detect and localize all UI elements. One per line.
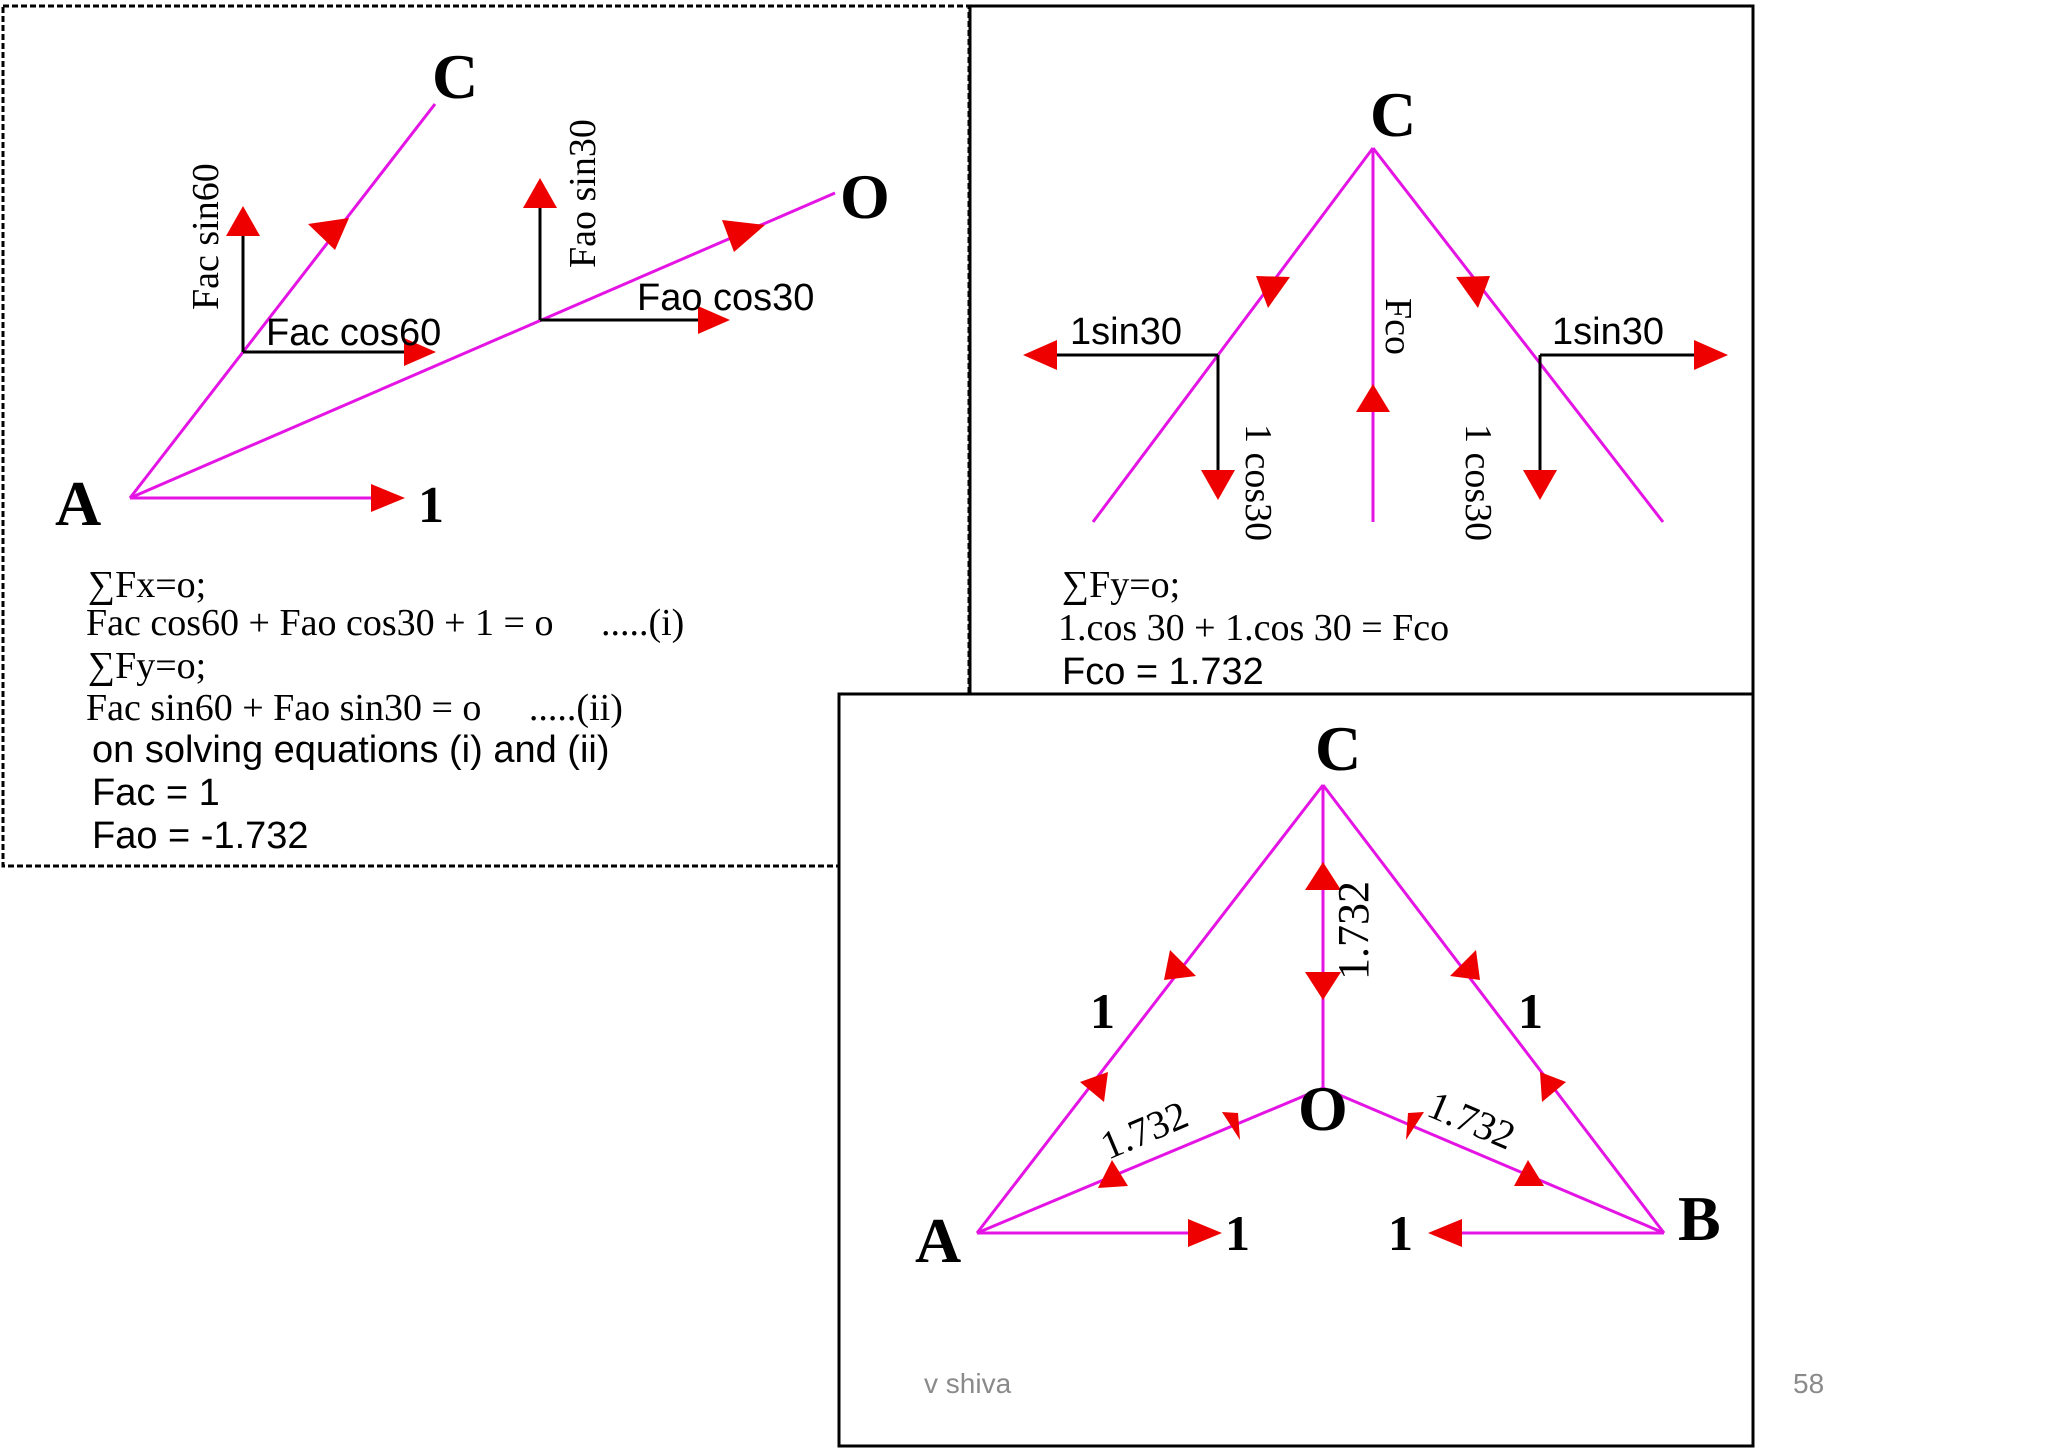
arrowhead-load-a bbox=[1188, 1219, 1222, 1247]
arrowhead-fac-sin bbox=[226, 206, 260, 236]
arrowhead-load-b bbox=[1428, 1219, 1462, 1247]
arrowhead-load-a bbox=[371, 484, 405, 512]
equation-line-2: Fac cos60 + Fao cos30 + 1 = o .....(i) bbox=[86, 602, 684, 644]
arrowhead-right-sin bbox=[1694, 340, 1728, 370]
left-cos-label: 1 cos30 bbox=[1237, 424, 1279, 541]
node-o-label: O bbox=[1298, 1073, 1348, 1144]
page-number: 58 bbox=[1793, 1368, 1825, 1399]
equation-line-7: Fao = -1.732 bbox=[92, 815, 309, 857]
member-bo bbox=[1322, 1086, 1665, 1235]
member-bc bbox=[1321, 784, 1666, 1234]
arrowhead-ao-lower bbox=[1098, 1160, 1128, 1188]
arrowhead-bc-lower bbox=[1540, 1072, 1566, 1102]
member-ao bbox=[976, 1086, 1324, 1235]
member-co-force-label: 1.732 bbox=[1329, 881, 1378, 980]
arrowhead-ao-upper bbox=[1222, 1112, 1240, 1140]
panel-3-frame bbox=[837, 692, 1755, 1448]
member-ac bbox=[128, 103, 437, 499]
arrowhead-ao bbox=[722, 220, 765, 252]
fco-label: Fco bbox=[1377, 298, 1419, 355]
node-b-label: B bbox=[1678, 1183, 1721, 1254]
member-ao bbox=[129, 191, 836, 500]
right-sin-label: 1sin30 bbox=[1552, 311, 1664, 353]
footer-author: v shiva bbox=[924, 1368, 1012, 1399]
node-o-label: O bbox=[840, 161, 890, 232]
node-a-label: A bbox=[915, 1205, 961, 1276]
equation-line-5: on solving equations (i) and (ii) bbox=[92, 729, 610, 771]
arrowhead-ac bbox=[308, 218, 349, 250]
member-ca-left bbox=[1091, 147, 1375, 523]
node-c-label: C bbox=[1370, 79, 1416, 150]
arrowhead-right-cos bbox=[1523, 470, 1557, 500]
equation-line-2: 1.cos 30 + 1.cos 30 = Fco bbox=[1058, 607, 1449, 649]
arrowhead-fao-sin bbox=[523, 178, 557, 208]
arrowhead-left-member bbox=[1256, 276, 1290, 308]
arrowhead-ac-lower bbox=[1080, 1072, 1108, 1102]
arrowhead-left-sin bbox=[1023, 340, 1057, 370]
panel-1: A C O 1 Fac sin60 Fao sin30 Fac cos60 Fa… bbox=[55, 41, 890, 857]
arrowhead-fco bbox=[1356, 384, 1390, 412]
arrowhead-co-lower bbox=[1305, 972, 1341, 1000]
equation-line-1: ∑Fx=o; bbox=[88, 564, 206, 606]
arrowhead-ac-upper bbox=[1164, 950, 1196, 980]
fac-sin-label: Fac sin60 bbox=[185, 163, 227, 310]
equation-line-1: ∑Fy=o; bbox=[1062, 564, 1180, 606]
node-c-label: C bbox=[1315, 713, 1361, 784]
member-ac-force-label: 1 bbox=[1090, 983, 1115, 1039]
load-b-label: 1 bbox=[1388, 1205, 1413, 1261]
node-c-label: C bbox=[432, 41, 478, 112]
equation-line-3: Fco = 1.732 bbox=[1062, 651, 1264, 693]
panel-3: C O A B 1 1 1.732 1.732 1.732 1 1 bbox=[915, 713, 1721, 1276]
arrowhead-bo-lower bbox=[1514, 1160, 1544, 1186]
left-sin-label: 1sin30 bbox=[1070, 311, 1182, 353]
arrowhead-co-upper bbox=[1305, 862, 1341, 890]
member-bc-force-label: 1 bbox=[1518, 983, 1543, 1039]
equation-line-6: Fac = 1 bbox=[92, 772, 220, 814]
arrowhead-bo-upper bbox=[1406, 1112, 1424, 1140]
member-cb-right bbox=[1371, 147, 1665, 523]
arrowhead-right-member bbox=[1456, 276, 1490, 308]
arrowhead-fac-cos bbox=[404, 338, 436, 366]
fac-cos-label: Fac cos60 bbox=[266, 312, 441, 354]
fao-cos-label: Fao cos30 bbox=[637, 277, 814, 319]
load-a-label: 1 bbox=[1225, 1205, 1250, 1261]
equation-line-3: ∑Fy=o; bbox=[88, 645, 206, 687]
fao-sin-label: Fao sin30 bbox=[562, 119, 604, 268]
arrowhead-bc-upper bbox=[1450, 950, 1480, 980]
node-a-label: A bbox=[55, 468, 101, 539]
arrowhead-fao-cos bbox=[698, 306, 730, 334]
arrowhead-left-cos bbox=[1201, 470, 1235, 500]
equation-line-4: Fac sin60 + Fao sin30 = o .....(ii) bbox=[86, 687, 623, 729]
load-label: 1 bbox=[418, 477, 444, 534]
right-cos-label: 1 cos30 bbox=[1457, 424, 1499, 541]
member-ac bbox=[975, 784, 1325, 1234]
panel-2: C 1sin30 1sin30 1 cos30 1 cos30 Fco ∑Fy=… bbox=[1023, 79, 1728, 693]
